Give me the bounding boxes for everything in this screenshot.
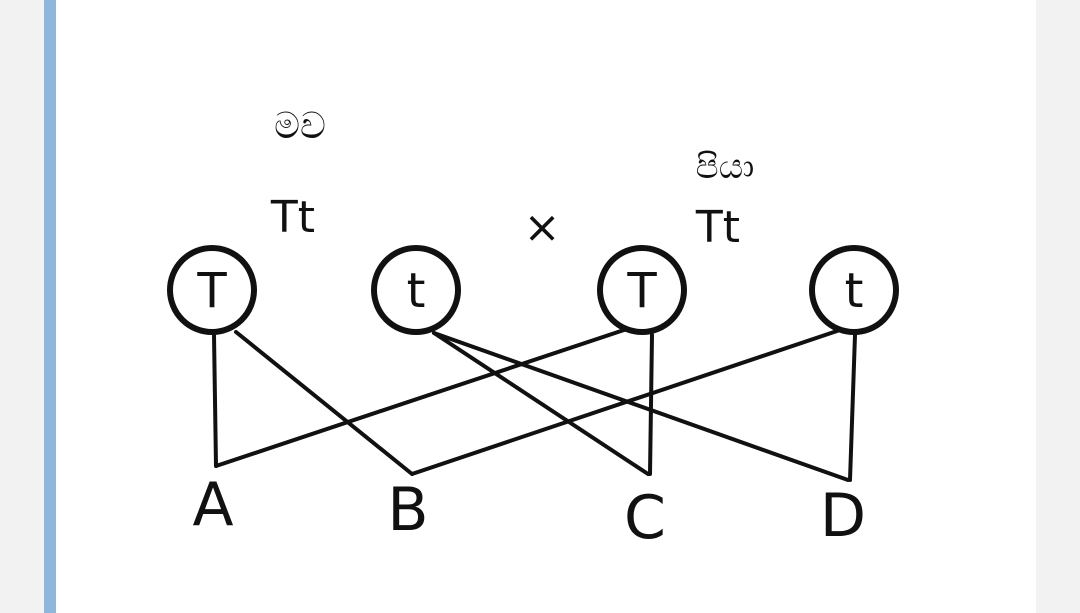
gamete-2: t: [371, 245, 461, 335]
line-T2-C: [648, 333, 654, 476]
offspring-c: C: [624, 483, 666, 553]
father-label: පියා: [696, 147, 755, 187]
gamete-3: T: [597, 245, 687, 335]
line-T2-A: [214, 328, 626, 468]
gamete-1: T: [167, 245, 257, 335]
line-T1-B: [234, 330, 414, 476]
gamete-4: t: [809, 245, 899, 335]
gamete-2-label: t: [407, 263, 426, 319]
gamete-3-label: T: [626, 263, 657, 319]
line-T1-A: [212, 333, 218, 468]
mother-genotype: Tt: [270, 192, 315, 243]
father-genotype: Tt: [695, 202, 740, 253]
offspring-d: D: [820, 481, 866, 551]
line-t1-C: [432, 331, 650, 476]
mother-label: මව: [274, 106, 326, 147]
line-t2-D: [848, 333, 857, 482]
left-accent-bar: [44, 0, 56, 613]
gamete-circles: T t T t: [167, 245, 899, 335]
offspring-labels: A B C D: [192, 470, 866, 553]
gamete-4-label: t: [845, 263, 864, 319]
offspring-b: B: [387, 475, 428, 545]
line-t1-D: [432, 331, 850, 482]
cross-lines: [212, 328, 857, 482]
gamete-1-label: T: [196, 263, 227, 319]
offspring-a: A: [192, 470, 233, 540]
cross-symbol: ×: [524, 202, 561, 253]
